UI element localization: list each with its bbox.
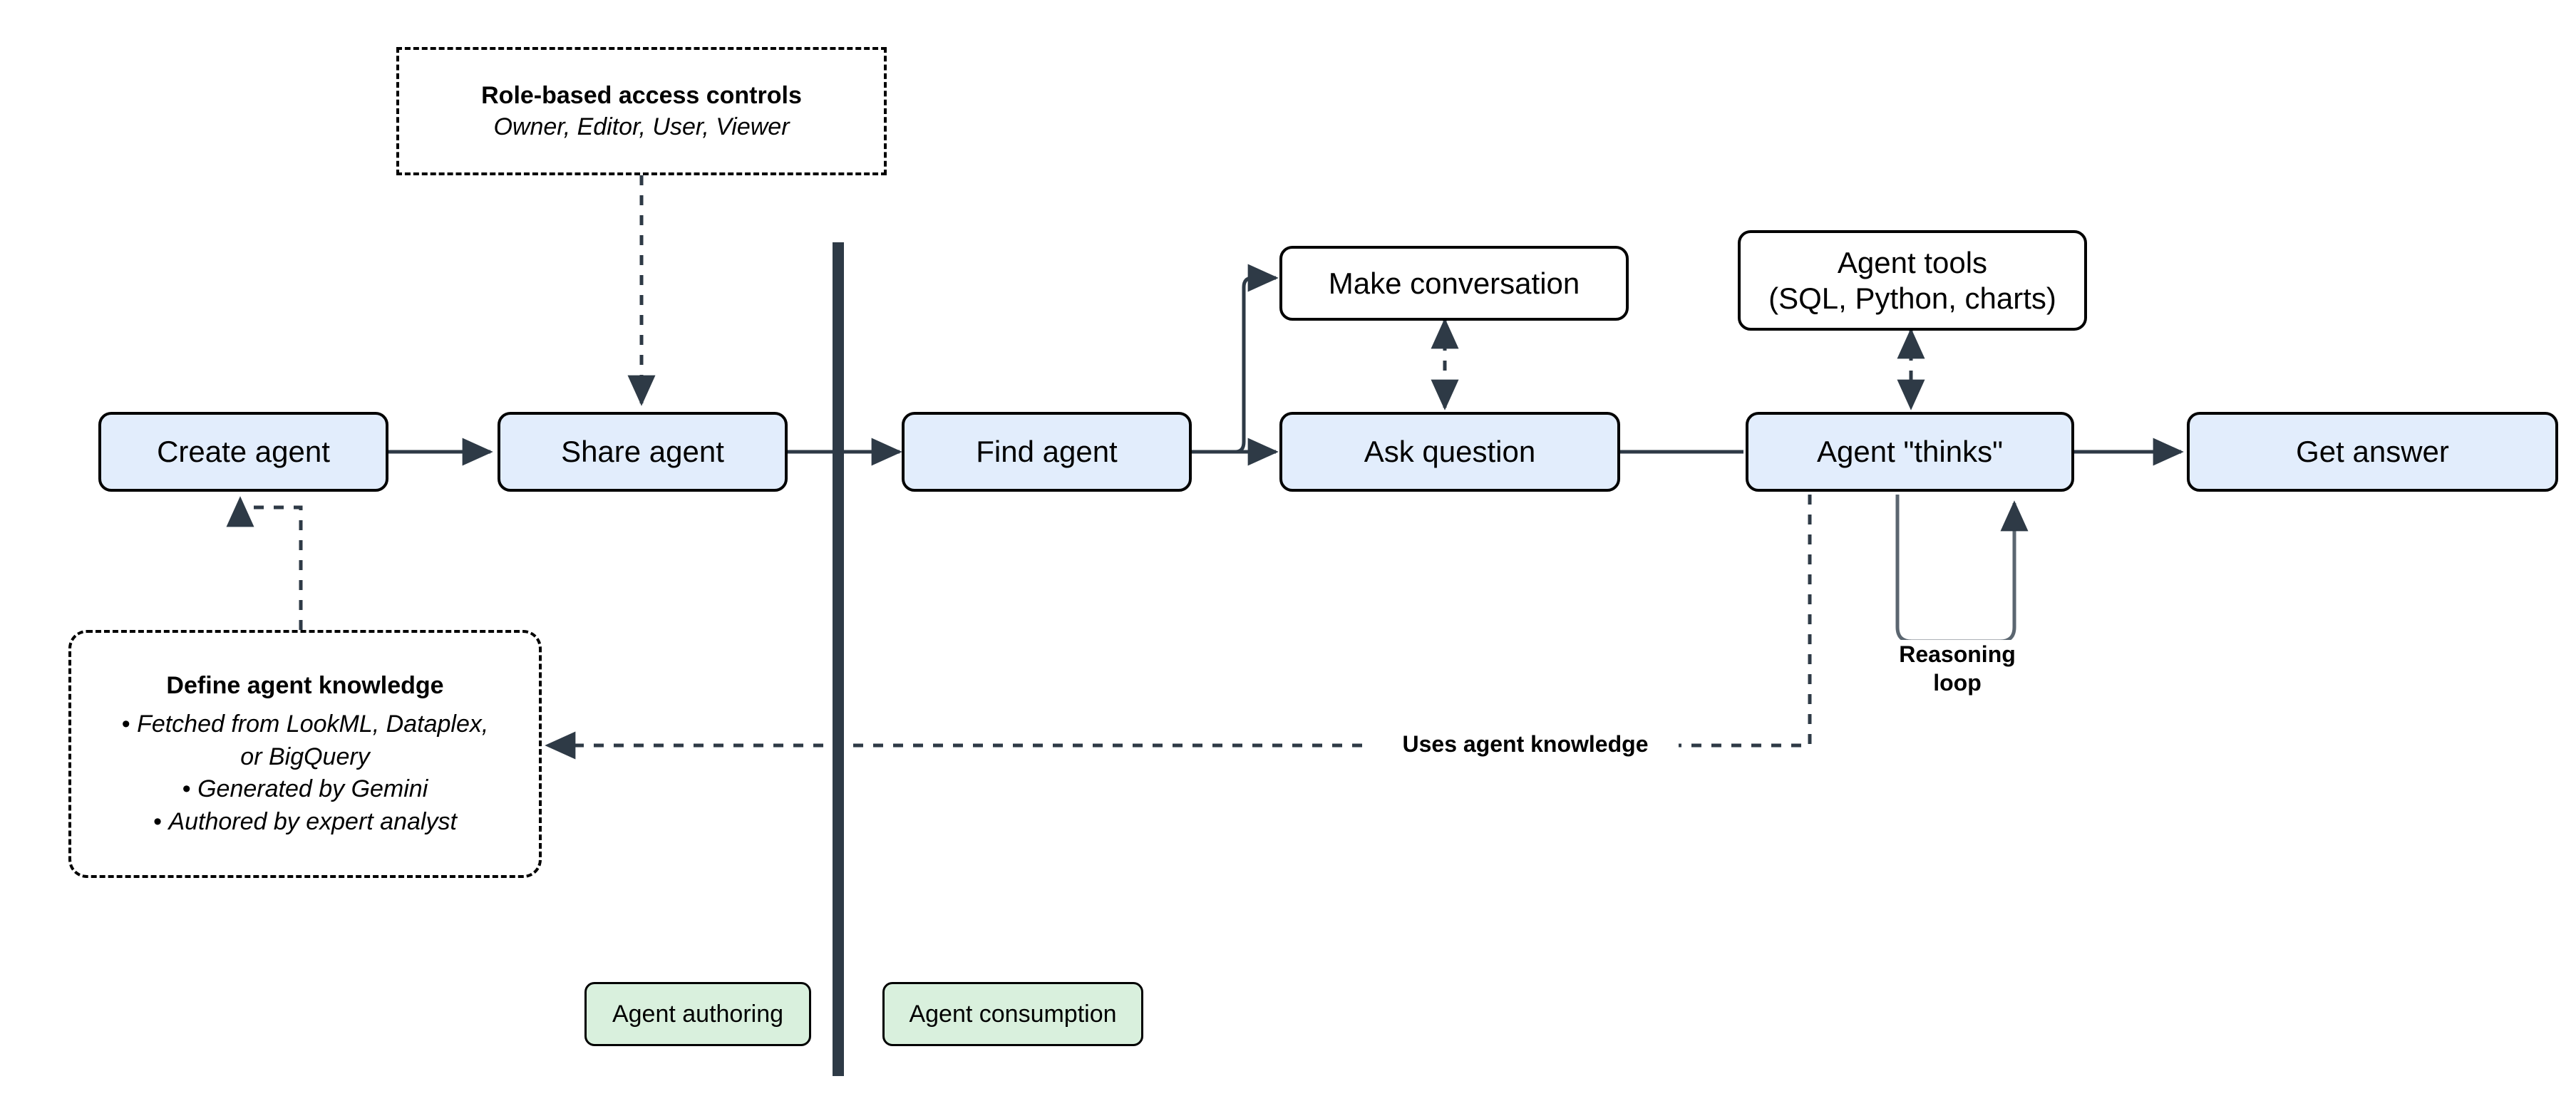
label-reasoning-loop: Reasoning loop	[1872, 640, 2043, 697]
legend-agent-authoring-label: Agent authoring	[612, 1000, 784, 1028]
node-create-agent-label: Create agent	[157, 435, 330, 469]
legend-agent-consumption[interactable]: Agent consumption	[882, 982, 1143, 1046]
edge-knowledge-to-create	[226, 496, 303, 630]
annotation-role-based-access-controls: Role-based access controls Owner, Editor…	[396, 47, 887, 175]
knowledge-bullet-list: Fetched from LookML, Dataplex, or BigQue…	[122, 708, 489, 839]
rbac-subtitle: Owner, Editor, User, Viewer	[493, 113, 790, 140]
annotation-define-agent-knowledge: Define agent knowledge Fetched from Look…	[68, 630, 542, 878]
node-make-conversation[interactable]: Make conversation	[1279, 246, 1629, 321]
knowledge-bullet-item: Fetched from LookML, Dataplex, or BigQue…	[122, 708, 488, 773]
node-get-answer-label: Get answer	[2296, 435, 2449, 469]
label-uses-agent-knowledge: Uses agent knowledge	[1372, 730, 1679, 758]
node-share-agent[interactable]: Share agent	[498, 412, 788, 492]
rbac-title: Role-based access controls	[481, 81, 802, 109]
node-agent-tools-label: Agent tools (SQL, Python, charts)	[1768, 245, 2056, 315]
knowledge-bullet-item: Authored by expert analyst	[122, 806, 489, 839]
edge-uses-agent-knowledge	[545, 495, 1812, 760]
phase-divider	[833, 242, 844, 1076]
legend-agent-consumption-label: Agent consumption	[909, 1000, 1117, 1028]
knowledge-title: Define agent knowledge	[166, 671, 444, 699]
edge-find-to-make-conversation	[1192, 264, 1279, 454]
knowledge-bullet-item: Generated by Gemini	[122, 773, 489, 806]
legend-agent-authoring[interactable]: Agent authoring	[584, 982, 811, 1046]
node-make-conversation-label: Make conversation	[1328, 266, 1580, 300]
node-agent-thinks-label: Agent "thinks"	[1817, 435, 2003, 469]
node-ask-question-label: Ask question	[1364, 435, 1536, 469]
node-agent-thinks[interactable]: Agent "thinks"	[1746, 412, 2074, 492]
edge-reasoning-loop	[1895, 495, 2029, 644]
node-share-agent-label: Share agent	[561, 435, 724, 469]
node-ask-question[interactable]: Ask question	[1279, 412, 1620, 492]
node-find-agent-label: Find agent	[976, 435, 1118, 469]
node-find-agent[interactable]: Find agent	[902, 412, 1192, 492]
node-agent-tools[interactable]: Agent tools (SQL, Python, charts)	[1738, 230, 2087, 331]
node-get-answer[interactable]: Get answer	[2187, 412, 2558, 492]
node-create-agent[interactable]: Create agent	[98, 412, 388, 492]
